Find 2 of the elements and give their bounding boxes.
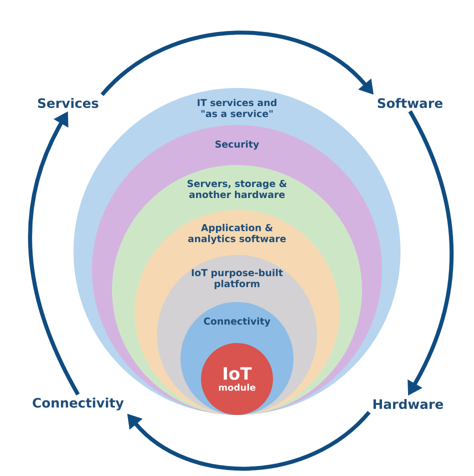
label-text: Services [38, 98, 98, 108]
label-text: Software [378, 98, 442, 108]
